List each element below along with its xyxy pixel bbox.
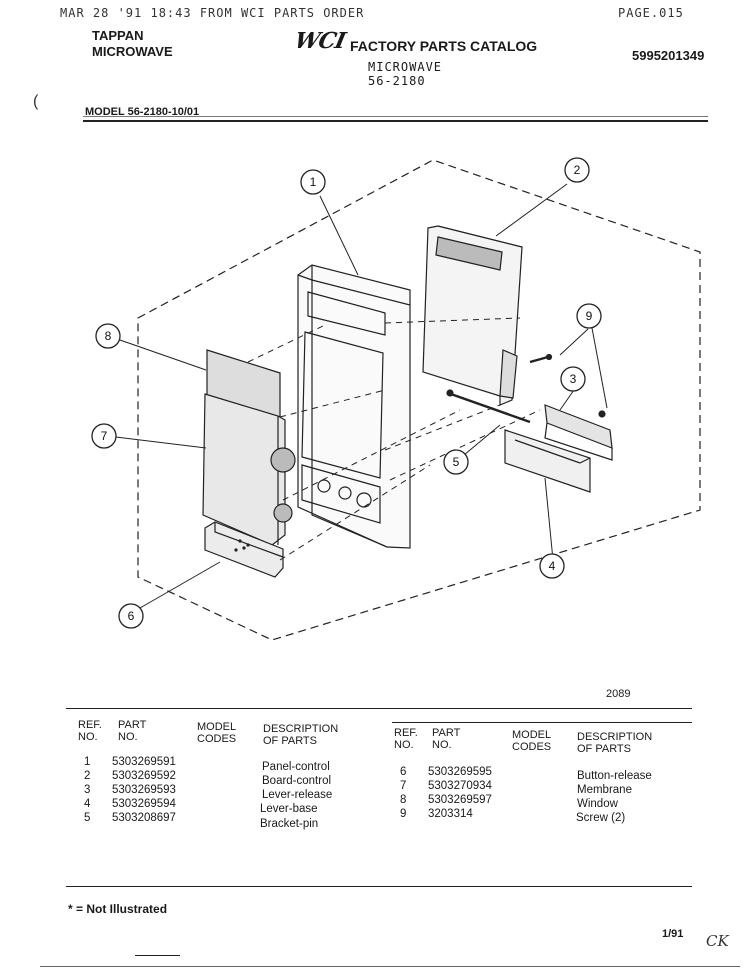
left-row-1-part: 5303269591 [112,756,176,768]
left-row-5-desc: Bracket-pin [260,818,319,830]
header-model-right: MODEL CODES [512,729,552,753]
left-row-5-ref: 5 [84,812,91,824]
callout-label-3: 3 [570,372,577,386]
left-row-3-part: 5303269593 [112,784,176,796]
catalog-subtitle-2: 56-2180 [368,74,426,88]
callout-label-4: 4 [549,559,556,573]
footer-short-rule [135,955,180,956]
bracket-pin-shape [447,391,531,424]
left-row-2-part: 5303269592 [112,770,176,782]
right-row-3-part: 5303269597 [428,794,492,806]
margin-mark: ( [33,93,39,110]
model-number: MODEL 56-2180-10/01 [85,106,200,118]
right-row-3-desc: Window [577,798,618,810]
table-top-rule [66,708,692,709]
callout-3: 3 [560,366,586,392]
control-panel-shape [297,264,411,549]
left-row-1-desc: Panel-control [262,761,330,773]
right-row-2-desc: Membrane [577,784,632,796]
table-right-rule [392,722,692,723]
table-bottom-rule [66,886,692,887]
left-row-4-desc: Lever-base [260,803,318,815]
header-rule-thin [83,116,708,117]
left-row-1-ref: 1 [84,756,91,768]
header-desc-left: DESCRIPTION OF PARTS [263,723,339,747]
callout-8: 8 [95,323,121,349]
header-ref-left: REF. NO. [78,719,102,743]
right-row-2-ref: 7 [400,780,407,792]
callout-2: 2 [564,157,590,183]
footer-scan-line [40,966,740,967]
right-row-4-desc: Screw (2) [576,812,626,824]
callout-label-9: 9 [586,309,593,323]
left-row-3-ref: 3 [84,784,91,796]
left-row-5-part: 5303208697 [112,812,176,824]
catalog-title: FACTORY PARTS CATALOG [350,38,538,54]
diagram-code: 2089 [606,688,631,700]
right-row-1-part: 5303269595 [428,766,492,778]
callout-label-5: 5 [453,455,460,469]
callout-6: 6 [118,603,144,629]
right-row-1-desc: Button-release [577,770,652,782]
right-row-4-part: 3203314 [428,808,473,820]
not-illustrated-note: * = Not Illustrated [68,902,168,916]
callout-7: 7 [91,423,117,449]
fax-header-line: MAR 28 '91 18:43 FROM WCI PARTS ORDER [60,6,365,20]
callout-label-6: 6 [128,609,135,623]
header-desc-right: DESCRIPTION OF PARTS [577,731,653,755]
header-ref-right: REF. NO. [394,727,418,751]
callout-4: 4 [539,553,565,579]
lever-base-shape [504,429,591,493]
catalog-subtitle-1: MICROWAVE [368,60,443,74]
callout-5: 5 [443,449,469,475]
catalog-number: 5995201349 [632,48,705,63]
header-part-right: PART NO. [432,727,461,751]
brand-line-2: MICROWAVE [92,44,173,59]
left-row-2-ref: 2 [84,770,91,782]
right-row-1-ref: 6 [400,766,407,778]
right-row-2-part: 5303270934 [428,780,492,792]
screw-shape [529,355,549,364]
callout-label-1: 1 [310,175,317,189]
right-row-3-ref: 8 [400,794,407,806]
callout-label-8: 8 [105,329,112,343]
left-row-4-ref: 4 [84,798,91,810]
handwritten-initials: CK [706,932,729,950]
left-row-3-desc: Lever-release [262,789,333,801]
left-row-2-desc: Board-control [262,775,332,787]
explode-outline [137,159,701,641]
catalog-date: 1/91 [662,928,684,940]
callout-1: 1 [300,169,326,195]
exploded-parts-diagram: 1 2 3 4 5 6 7 8 9 [91,157,701,641]
left-row-4-part: 5303269594 [112,798,176,810]
callout-label-7: 7 [101,429,108,443]
brand-line-1: TAPPAN [92,28,144,43]
right-row-4-ref: 9 [400,808,407,820]
header-model-left: MODEL CODES [197,721,237,745]
callout-9: 9 [576,303,602,329]
header-rule [83,120,708,122]
callout-label-2: 2 [574,163,581,177]
header-part-left: PART NO. [118,719,147,743]
page-number: PAGE.015 [618,6,684,20]
